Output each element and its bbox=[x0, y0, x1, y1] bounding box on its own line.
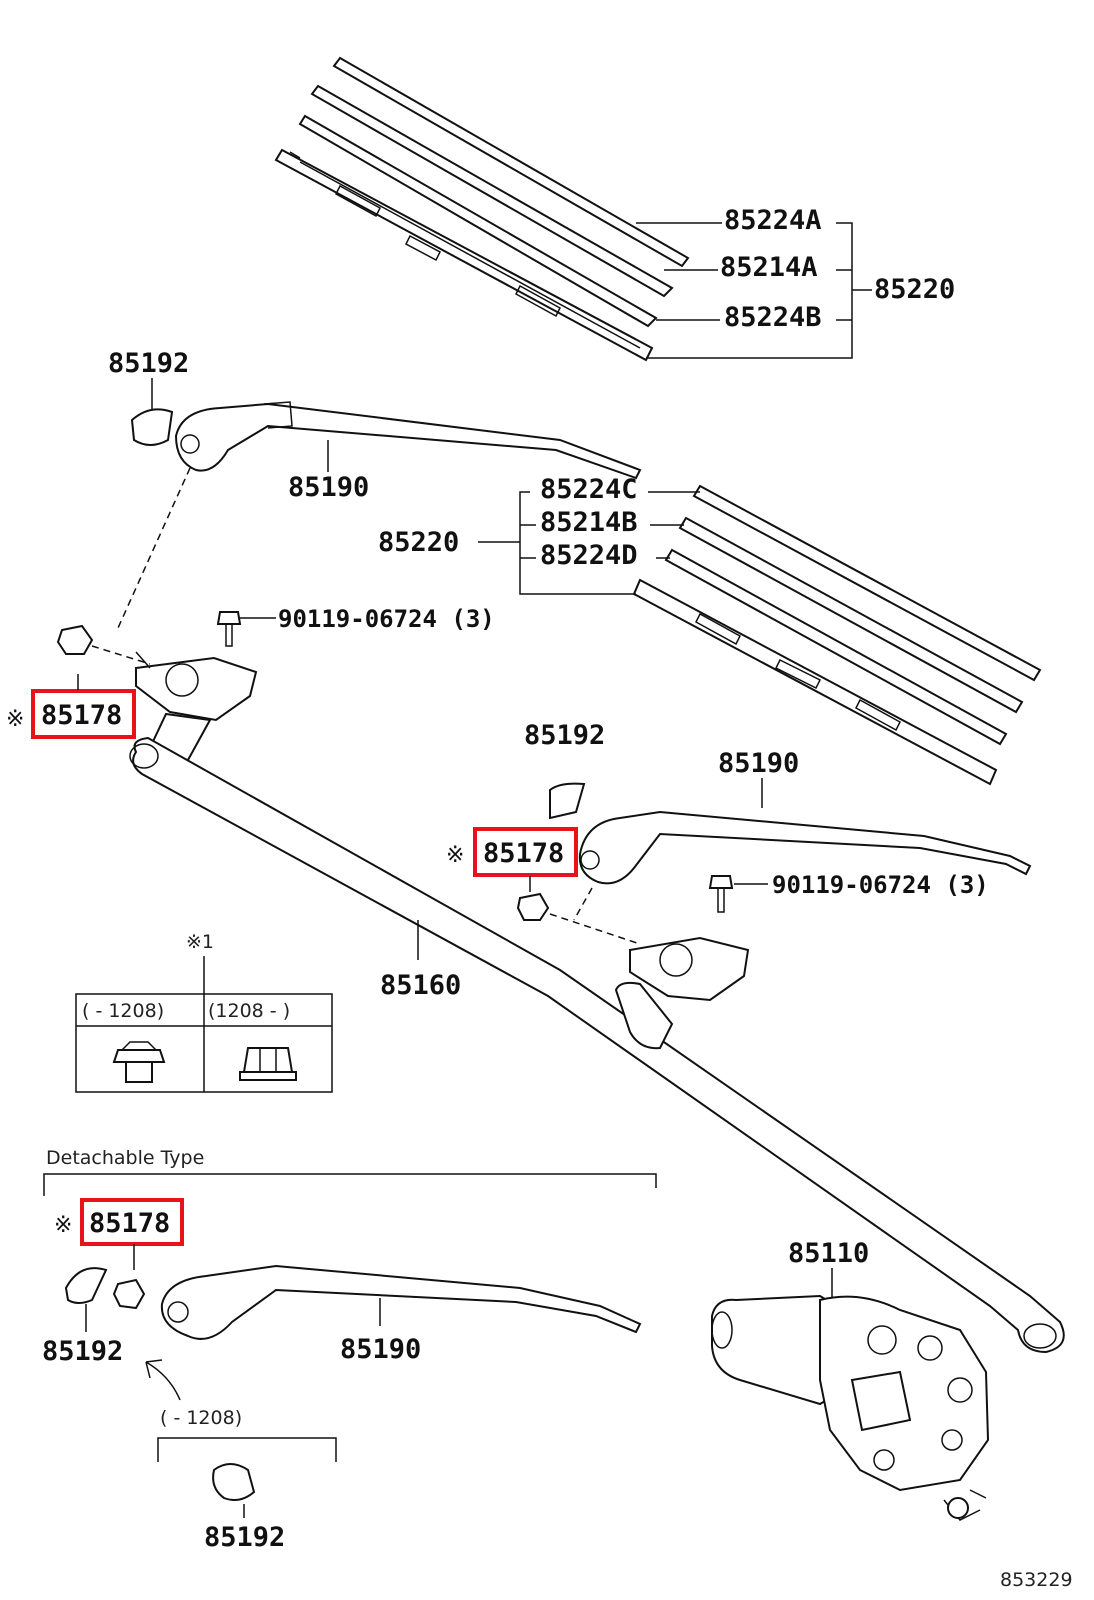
mark-left: ※ bbox=[6, 707, 24, 732]
label-85190-det: 85190 bbox=[340, 1334, 421, 1365]
highlight-85178-det bbox=[80, 1198, 184, 1246]
mid-blade-leaders bbox=[478, 491, 700, 595]
bolt-1-shape bbox=[216, 611, 242, 647]
pivot-mid bbox=[614, 936, 750, 1050]
cap-mid-shape bbox=[549, 782, 586, 820]
label-85220-top: 85220 bbox=[874, 274, 955, 305]
note-table bbox=[75, 956, 333, 1093]
wiper-motor bbox=[711, 1294, 990, 1521]
highlight-85178-left bbox=[31, 689, 136, 739]
label-85214b: 85214B bbox=[540, 507, 638, 538]
table-col2-range: (1208 - ) bbox=[208, 1000, 290, 1022]
highlight-85178-mid bbox=[473, 827, 578, 877]
range-note: ( - 1208) bbox=[160, 1407, 242, 1429]
top-blade-set bbox=[274, 56, 690, 362]
wiper-arm-top bbox=[174, 401, 642, 480]
label-85178-left: 85178 bbox=[41, 700, 122, 731]
note-symbol: ※1 bbox=[186, 931, 214, 953]
nut-det-shape bbox=[112, 1278, 146, 1310]
bolt-2-shape bbox=[708, 875, 734, 913]
label-85110: 85110 bbox=[788, 1238, 869, 1269]
label-85192-top: 85192 bbox=[108, 348, 189, 379]
figure-code: 853229 bbox=[1000, 1569, 1073, 1591]
mark-mid: ※ bbox=[446, 843, 464, 868]
label-85192-det: 85192 bbox=[42, 1336, 123, 1367]
label-85192-mid: 85192 bbox=[524, 720, 605, 751]
label-85220-mid: 85220 bbox=[378, 527, 459, 558]
nut-mid-shape bbox=[516, 892, 550, 921]
top-blade-leaders bbox=[636, 222, 872, 359]
label-85224a: 85224A bbox=[724, 205, 822, 236]
dashed-guide-mid bbox=[549, 887, 641, 945]
label-85224b: 85224B bbox=[724, 302, 822, 333]
wiper-arm-mid bbox=[578, 810, 1032, 885]
range-bracket bbox=[157, 1437, 337, 1462]
detachable-title: Detachable Type bbox=[46, 1147, 204, 1169]
table-nut-type-1 bbox=[112, 1041, 166, 1083]
pivot-left bbox=[135, 651, 258, 762]
table-nut-type-2 bbox=[239, 1047, 297, 1081]
cap-bottom-shape bbox=[212, 1463, 256, 1501]
label-85224c: 85224C bbox=[540, 474, 638, 505]
cap-det-shape bbox=[64, 1267, 108, 1304]
nut-left-shape bbox=[56, 624, 94, 655]
wiper-arm-det bbox=[160, 1264, 642, 1340]
cap-top-shape bbox=[130, 408, 174, 446]
dashed-guide-left bbox=[91, 467, 191, 665]
arrow-det bbox=[145, 1359, 181, 1401]
label-85214a: 85214A bbox=[720, 252, 818, 283]
label-bolt-1: 90119-06724 (3) bbox=[278, 605, 495, 633]
mid-blade-set bbox=[632, 484, 1042, 786]
table-col1-range: ( - 1208) bbox=[82, 1000, 164, 1022]
label-85190-mid: 85190 bbox=[718, 748, 799, 779]
label-bolt-2: 90119-06724 (3) bbox=[772, 871, 989, 899]
label-85178-mid: 85178 bbox=[483, 838, 564, 869]
detachable-bracket bbox=[43, 1173, 657, 1196]
label-85178-det: 85178 bbox=[89, 1208, 170, 1239]
label-85192-bottom: 85192 bbox=[204, 1522, 285, 1553]
label-85224d: 85224D bbox=[540, 540, 638, 571]
label-85160: 85160 bbox=[380, 970, 461, 1001]
label-85190-top: 85190 bbox=[288, 472, 369, 503]
mark-det: ※ bbox=[54, 1213, 72, 1238]
